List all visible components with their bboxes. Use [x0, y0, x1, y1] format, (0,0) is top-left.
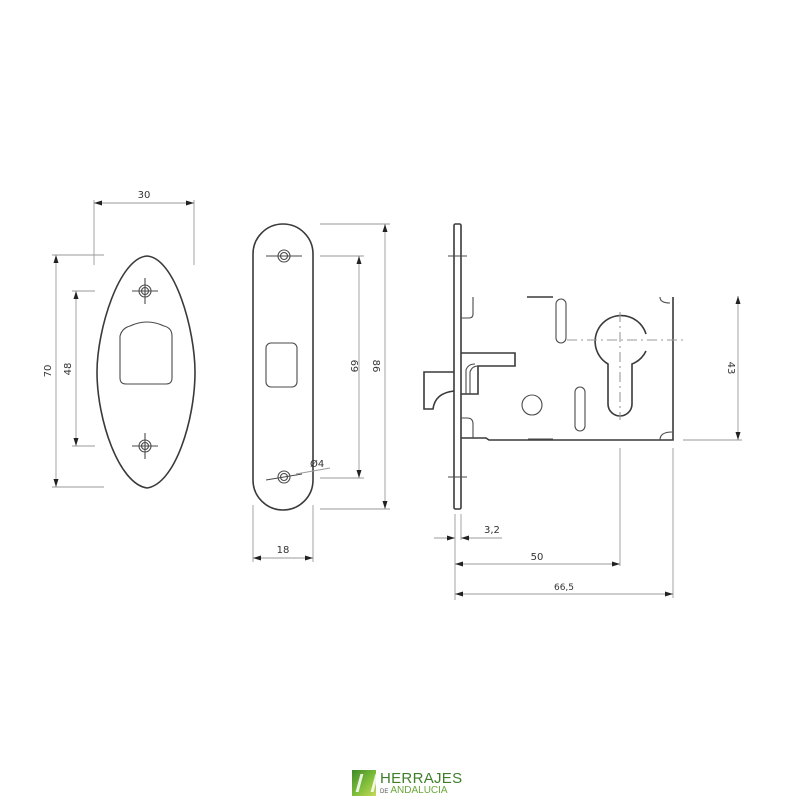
dim-label-height: 70 — [43, 365, 54, 378]
dim-label-width: 18 — [277, 545, 290, 556]
dim-label-width: 30 — [138, 190, 151, 201]
logo-prefix: DE — [380, 788, 389, 795]
dim-label-hole-spacing: 48 — [63, 363, 74, 376]
faceplate-strike: Ø4 18 69 86 — [252, 223, 390, 562]
dim-label-total-depth: 66,5 — [554, 583, 574, 593]
logo-icon — [352, 770, 376, 796]
dim-label-faceplate-thickness: 3,2 — [484, 525, 500, 536]
dim-label-cylinder-height: 43 — [725, 362, 736, 375]
logo-line2-text: ANDALUCIA — [390, 784, 448, 796]
dim-label-hole-spacing: 69 — [348, 360, 359, 373]
dim-label-backset: 50 — [531, 552, 544, 563]
dim-label-height: 86 — [370, 360, 381, 373]
oval-strike-plate: 30 70 48 — [43, 190, 196, 489]
mortise-lock-body: 43 3,2 50 66,5 — [423, 223, 742, 600]
logo-line1: HERRAJES — [380, 769, 463, 787]
dim-label-hole-diameter: Ø4 — [310, 458, 324, 470]
